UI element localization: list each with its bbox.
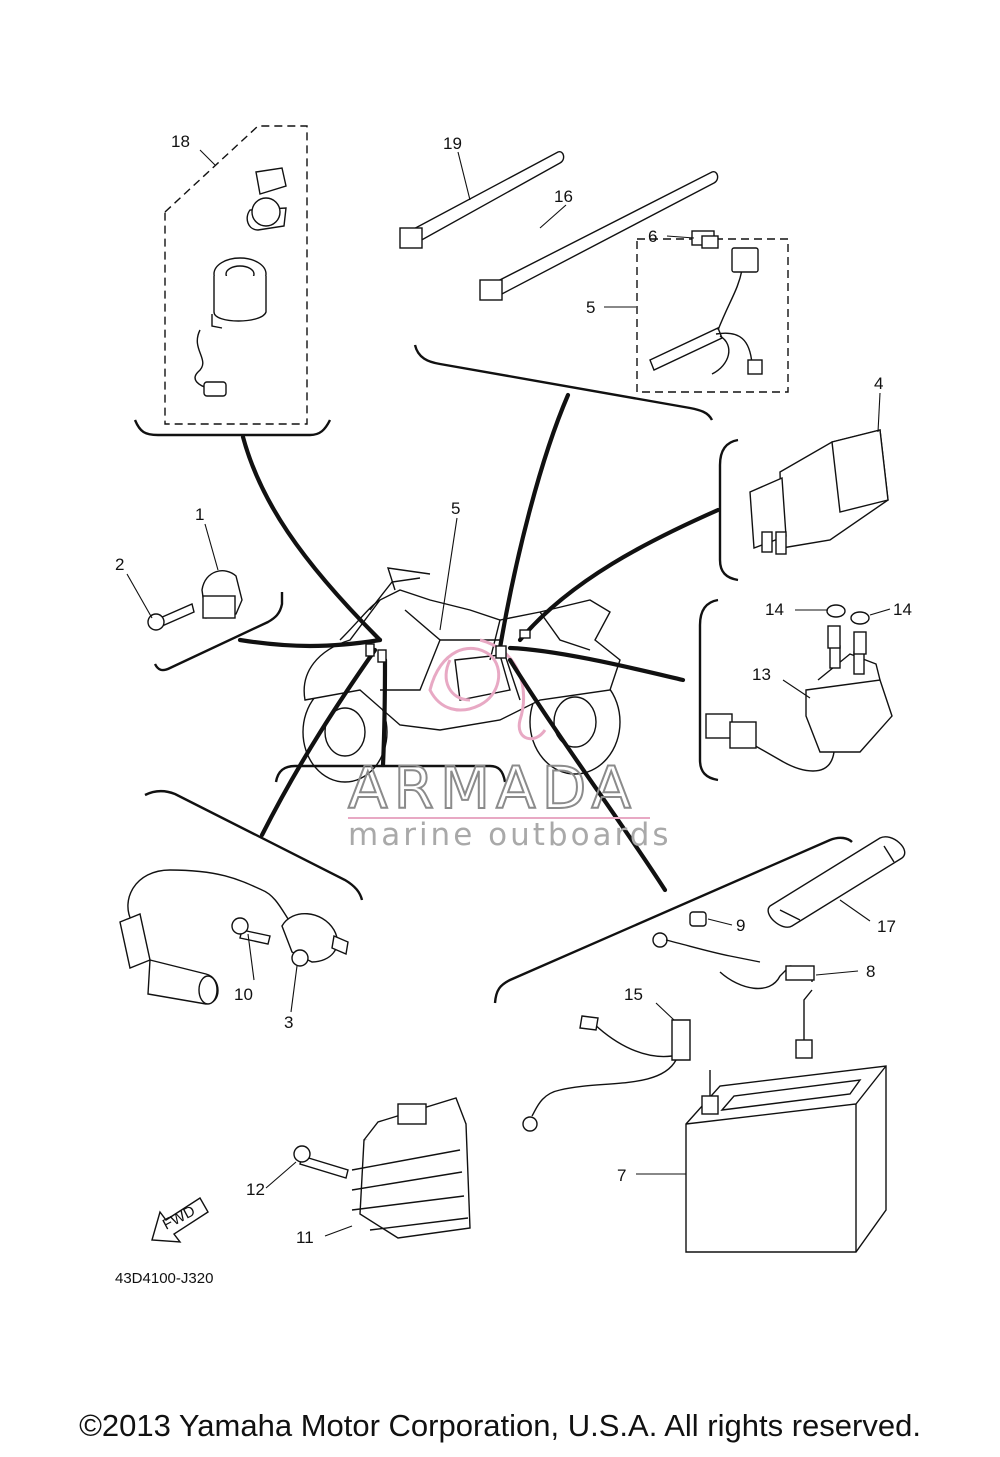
- callout-6: 6: [648, 227, 657, 246]
- cdi-unit: [749, 429, 889, 555]
- forward-arrow: FWD: [151, 1197, 209, 1243]
- pointer-lines: [237, 392, 721, 893]
- atv-illustration: [302, 567, 621, 783]
- leader-lines: [126, 149, 891, 1237]
- callouts: 18 19 16 6 5 4 5 1 2 14 14 13 10 3 12 11…: [115, 132, 912, 1247]
- callout-4: 4: [874, 374, 883, 393]
- callout-10: 10: [234, 985, 253, 1004]
- group-brackets: [133, 344, 853, 1004]
- callout-14-right: 14: [893, 600, 912, 619]
- callout-5-harness: 5: [586, 298, 595, 317]
- callout-3: 3: [284, 1013, 293, 1032]
- cable-ties: [399, 151, 719, 301]
- starter-relay: [705, 604, 893, 772]
- callout-2: 2: [115, 555, 124, 574]
- main-switch-group: [164, 125, 308, 425]
- callout-16: 16: [554, 187, 573, 206]
- ignition-coil: [119, 869, 349, 1005]
- callout-5-atv: 5: [451, 499, 460, 518]
- rectifier-regulator: [293, 1097, 471, 1239]
- callout-9: 9: [736, 916, 745, 935]
- wire-harness-group: [636, 230, 789, 393]
- callout-15: 15: [624, 985, 643, 1004]
- callout-12: 12: [246, 1180, 265, 1199]
- battery-group: [522, 836, 906, 1253]
- callout-17: 17: [877, 917, 896, 936]
- callout-14-left: 14: [765, 600, 784, 619]
- callout-8: 8: [866, 962, 875, 981]
- callout-13: 13: [752, 665, 771, 684]
- watermark-brand: ARMADA: [348, 754, 637, 822]
- watermark-tagline: marine outboards: [348, 817, 672, 853]
- callout-11: 11: [296, 1228, 314, 1247]
- callout-7: 7: [617, 1166, 626, 1185]
- diagram-code: 43D4100-J320: [115, 1270, 213, 1287]
- callout-19: 19: [443, 134, 462, 153]
- callout-1: 1: [195, 505, 204, 524]
- callout-18: 18: [171, 132, 190, 151]
- neutral-switch: [147, 570, 243, 631]
- copyright-notice: ©2013 Yamaha Motor Corporation, U.S.A. A…: [79, 1408, 921, 1443]
